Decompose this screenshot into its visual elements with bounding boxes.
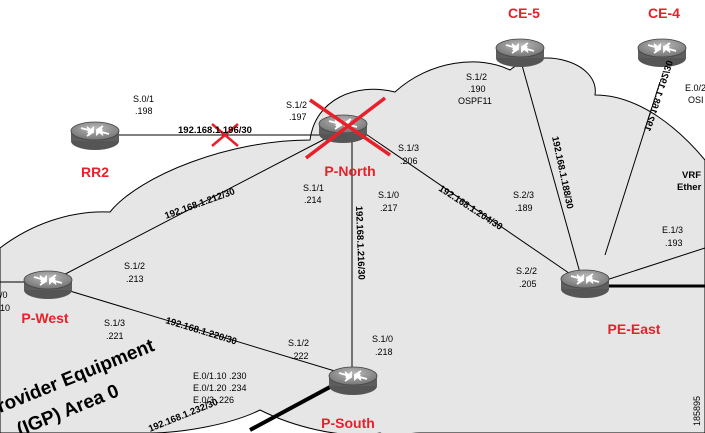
iface-pn-s11: S.1/1	[303, 183, 324, 193]
iface-ps-e2: E.0/1.20 .234	[193, 383, 247, 393]
iface-ps-s12: S.1/2	[288, 338, 309, 348]
link-pnorth-pwest	[49, 129, 343, 283]
router-ce4[interactable]	[637, 38, 687, 68]
figure-id: 185895	[692, 396, 702, 426]
failure-x-link-rr2	[211, 123, 239, 147]
link-ce4-peeast	[604, 81, 661, 256]
iface-pn-s12: S.1/2	[286, 100, 307, 110]
iface-rr2-s01-ip: .198	[135, 106, 153, 116]
router-name-ce5: CE-5	[508, 5, 540, 21]
iface-pn-s12-ip: .197	[289, 112, 307, 122]
iface-pw-left1: /0	[0, 290, 8, 300]
iface-pe-vrf: VRF	[682, 170, 701, 181]
iface-ps-s12-ip: .222	[291, 351, 309, 361]
iface-ps-e1: E.0/1.10 .230	[193, 371, 247, 381]
iface-ps-s10-ip: .218	[375, 347, 393, 357]
iface-ce4-ospf: OSI	[688, 95, 704, 105]
net-label-pnorth-psouth: 192.168.1.216/30	[353, 206, 367, 280]
iface-pn-s13: S.1/3	[398, 143, 419, 153]
iface-pw-s12: S.1/2	[124, 261, 145, 271]
router-name-pe-east: PE-East	[608, 321, 661, 337]
router-ce5[interactable]	[495, 38, 545, 68]
iface-pw-s13: S.1/3	[104, 318, 125, 328]
iface-ps-s10: S.1/0	[372, 334, 393, 344]
link-pnorth-peeast	[359, 129, 583, 283]
iface-pe-ether: Ether	[677, 182, 702, 193]
router-name-p-north: P-North	[324, 163, 375, 179]
iface-pe-s22: S.2/2	[516, 266, 537, 276]
link-ce5-peeast	[519, 57, 583, 281]
iface-pn-s10-ip: .217	[380, 203, 398, 213]
link-peeast-right	[599, 247, 705, 283]
failure-x-pnorth	[304, 96, 391, 160]
iface-rr2-s01: S.0/1	[133, 94, 154, 104]
iface-pn-s10: S.1/0	[378, 190, 399, 200]
iface-ce5-s12-ip: .190	[468, 84, 486, 94]
iface-pe-s23-ip: .189	[515, 203, 533, 213]
iface-pw-s12-ip: .213	[126, 274, 144, 284]
router-name-p-south: P-South	[321, 415, 375, 431]
link-pwest-psouth	[49, 284, 349, 376]
iface-pw-left2: 10	[0, 303, 10, 313]
links	[0, 57, 705, 376]
router-rr2[interactable]	[70, 121, 120, 151]
iface-pn-s13-ip: .206	[400, 156, 418, 166]
router-name-rr2: RR2	[81, 164, 109, 180]
iface-ce4-e0: E.0/2	[685, 83, 705, 93]
router-p-west[interactable]	[23, 270, 73, 300]
router-name-p-west: P-West	[21, 310, 69, 326]
iface-pe-s23: S.2/3	[513, 190, 534, 200]
iface-pw-s13-ip: .221	[106, 331, 124, 341]
iface-pe-e13: E.1/3	[662, 225, 683, 235]
iface-pe-s22-ip: .205	[519, 279, 537, 289]
iface-pn-s11-ip: .214	[304, 195, 322, 205]
iface-ce5-s12: S.1/2	[466, 72, 487, 82]
iface-pe-e13-ip: .193	[665, 238, 683, 248]
iface-ce5-ospf: OSPF11	[458, 96, 492, 106]
router-p-south[interactable]	[328, 366, 378, 396]
iface-ps-e3: E.0/3 .226	[193, 395, 234, 405]
link-psouth-lower	[249, 385, 331, 432]
router-name-ce4: CE-4	[648, 5, 680, 21]
net-label-rr2-pnorth: 192.168.1.196/30	[178, 125, 252, 136]
router-pe-east[interactable]	[560, 269, 610, 299]
